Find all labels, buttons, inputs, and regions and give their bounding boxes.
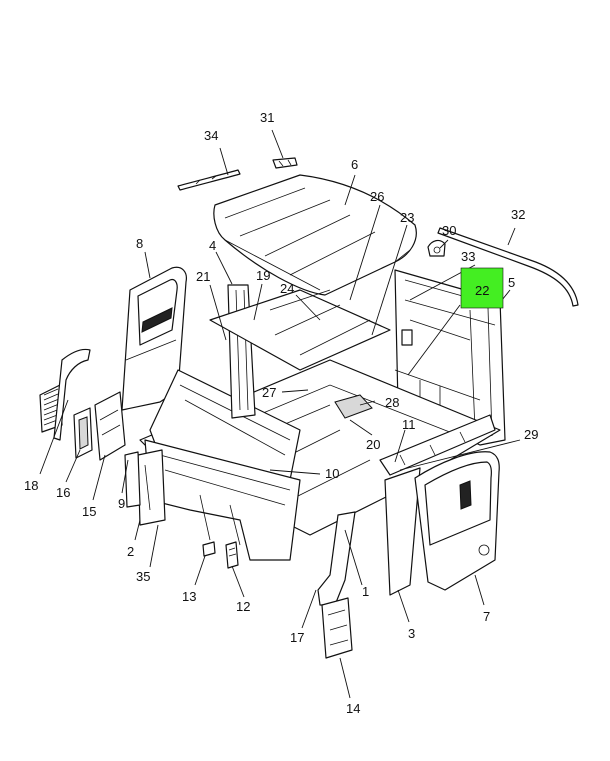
part-15-side-panel [94, 391, 126, 461]
part-12-bracket [225, 541, 239, 569]
leader-lines [39, 129, 521, 699]
part-16-trim [73, 407, 93, 459]
callout-21: 21 [196, 269, 210, 284]
callout-4: 4 [209, 238, 216, 253]
part-13-bracket [202, 541, 216, 557]
part-30-bracket [427, 239, 446, 257]
cab-body [137, 284, 501, 596]
part-34-roof-trim [177, 169, 241, 191]
callout-22: 22 [475, 283, 489, 298]
callout-33: 33 [461, 249, 475, 264]
part-31-clip [272, 157, 298, 169]
callout-23: 23 [400, 210, 414, 225]
callout-35: 35 [136, 569, 150, 584]
callout-10: 10 [325, 466, 339, 481]
callout-8: 8 [136, 236, 143, 251]
part-7-door [414, 451, 500, 591]
part-14-kick-panel [321, 597, 353, 659]
callout-11: 11 [402, 417, 416, 432]
part-6-roof-panel [213, 174, 417, 296]
part-9-panel [124, 451, 141, 508]
callout-3: 3 [408, 626, 415, 641]
callout-18: 18 [24, 478, 38, 493]
callout-13: 13 [182, 589, 196, 604]
callout-12: 12 [236, 599, 250, 614]
highlight-box-22 [460, 267, 504, 309]
callout-28: 28 [385, 395, 399, 410]
callout-29: 29 [524, 427, 538, 442]
callout-15: 15 [82, 504, 96, 519]
callout-17: 17 [290, 630, 304, 645]
callout-1: 1 [362, 584, 369, 599]
callout-20: 20 [366, 437, 380, 452]
callout-27: 27 [262, 385, 276, 400]
callout-34: 34 [204, 128, 218, 143]
callout-5: 5 [508, 275, 515, 290]
part-8-door-frame [121, 266, 187, 411]
callout-30: 30 [442, 223, 456, 238]
callout-labels: 1 2 3 4 5 6 7 8 9 10 11 12 13 14 15 16 1… [24, 110, 538, 716]
callout-31: 31 [260, 110, 274, 125]
callout-16: 16 [56, 485, 70, 500]
callout-14: 14 [346, 701, 360, 716]
callout-9: 9 [118, 496, 125, 511]
callout-7: 7 [483, 609, 490, 624]
callout-2: 2 [127, 544, 134, 559]
callout-32: 32 [511, 207, 525, 222]
callout-6: 6 [351, 157, 358, 172]
part-32-rear-trim [437, 227, 579, 307]
part-18-vent-grille [39, 348, 91, 441]
callout-26: 26 [370, 189, 384, 204]
callout-19: 19 [256, 268, 270, 283]
callout-24: 24 [280, 281, 294, 296]
